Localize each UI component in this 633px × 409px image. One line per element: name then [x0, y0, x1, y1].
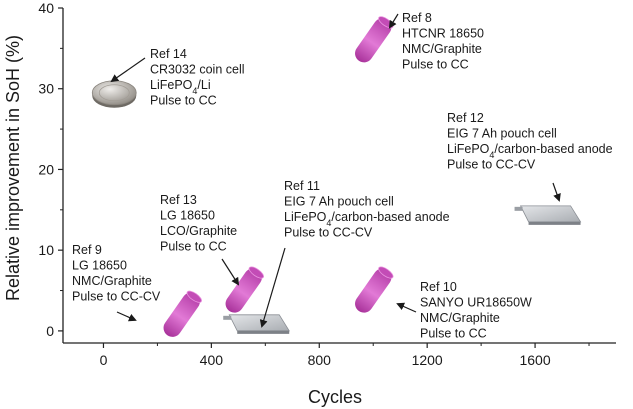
annotation-line: Pulse to CC-CV: [72, 290, 161, 304]
cylindrical-cell-marker: [225, 266, 265, 313]
annotation-line: Ref 9: [72, 243, 102, 257]
cylinder-cap: [248, 266, 265, 279]
pouch-cell-marker: [514, 205, 582, 225]
annotation-line: Pulse to CC-CV: [284, 226, 373, 240]
annotation-line: Ref 14: [150, 47, 187, 61]
annotation-ref-12: Ref 12 EIG 7 Ah pouch cellLiFePO4/carbon-…: [447, 111, 613, 202]
y-axis-title: Relative improvement in SoH (%): [3, 35, 23, 301]
annotation-arrow: [552, 182, 561, 202]
annotation-line: Pulse to CC: [160, 240, 227, 254]
annotation-line: LCO/Graphite: [160, 224, 237, 238]
annotation-line: LiFePO4/carbon-based anode: [447, 142, 613, 160]
data-marks: [91, 16, 582, 337]
annotation-line: Pulse to CC-CV: [447, 158, 536, 172]
annotation-line: Pulse to CC: [420, 327, 487, 341]
annotation-arrow: [396, 302, 417, 313]
annotation-ref-11: Ref 11 EIG 7 Ah pouch cellLiFePO4/carbon-…: [259, 179, 450, 328]
y-tick-label: 30: [38, 81, 54, 97]
coin-rim: [98, 84, 130, 102]
annotation-line: EIG 7 Ah pouch cell: [284, 195, 394, 209]
cylindrical-cell-marker: [355, 16, 394, 63]
annotation-line: CR3032 coin cell: [150, 63, 245, 77]
cylindrical-cell-marker: [163, 290, 202, 337]
x-tick-label: 1600: [519, 352, 550, 368]
annotation-line: EIG 7 Ah pouch cell: [447, 127, 557, 141]
annotation-arrow: [259, 247, 286, 328]
annotation-line: Ref 13: [160, 193, 197, 207]
x-tick-label: 800: [308, 352, 332, 368]
annotation-line: HTCNR 18650: [402, 27, 484, 41]
x-axis-title: Cycles: [308, 387, 362, 407]
y-tick-label: 10: [38, 242, 54, 258]
cylinder-body: [225, 268, 262, 313]
annotation-line: LG 18650: [72, 259, 127, 273]
coin-cell-marker: [91, 80, 137, 108]
annotation-line: LG 18650: [160, 209, 215, 223]
pouch-tab: [223, 315, 232, 320]
x-tick-label: 1200: [412, 352, 443, 368]
annotation-line: NMC/Graphite: [402, 42, 482, 56]
annotation-line: Ref 8: [402, 11, 432, 25]
cylinder-body: [163, 292, 200, 337]
x-tick-label: 0: [100, 352, 108, 368]
y-tick-label: 20: [38, 161, 54, 177]
annotation-line: Ref 12: [447, 111, 484, 125]
annotation-line: LiFePO4/carbon-based anode: [284, 210, 450, 228]
annotation-line: Ref 10: [420, 280, 457, 294]
annotation-arrow: [110, 57, 146, 83]
axes: 0 400 800 1200 1600 0 10 20 30 40: [38, 0, 616, 368]
cylinder-body: [355, 18, 392, 63]
annotation-arrow: [221, 258, 240, 286]
annotation-arrow: [388, 13, 399, 29]
annotation-line: Pulse to CC: [402, 58, 469, 72]
pouch-tab: [514, 206, 523, 211]
annotation-line: SANYO UR18650W: [420, 296, 532, 310]
pouch-body: [519, 205, 582, 223]
pouch-edge: [528, 221, 581, 225]
annotation-line: Ref 11: [284, 179, 320, 193]
pouch-edge: [237, 330, 290, 334]
cylinder-body: [355, 268, 392, 313]
annotation-line: NMC/Graphite: [420, 311, 500, 325]
pouch-body: [228, 314, 290, 332]
cylinder-cap: [378, 266, 394, 279]
y-tick-label: 40: [38, 0, 54, 16]
cylinder-cap: [186, 290, 202, 303]
x-tick-label: 400: [200, 352, 224, 368]
annotation-arrow: [116, 311, 137, 322]
y-tick-label: 0: [46, 323, 54, 339]
pouch-cell-marker: [223, 314, 290, 334]
annotation-line: Pulse to CC: [150, 94, 217, 108]
cylindrical-cell-marker: [355, 266, 394, 313]
annotation-line: NMC/Graphite: [72, 274, 152, 288]
